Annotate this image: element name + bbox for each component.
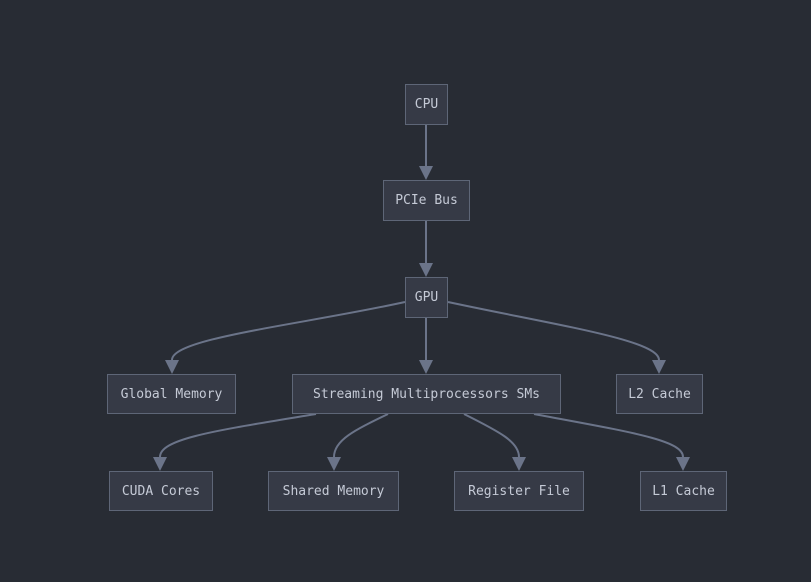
arrow-gpu-global-memory	[165, 360, 179, 374]
node-global-memory: Global Memory	[107, 374, 236, 414]
arrow-gpu-l2-cache	[652, 360, 666, 374]
edge-sms-cuda-cores	[159, 413, 317, 458]
node-gpu: GPU	[405, 277, 448, 318]
arrow-sms-cuda-cores	[153, 457, 167, 471]
arrow-sms-l1-cache	[676, 457, 690, 471]
arrow-sms-shared-memory	[327, 457, 341, 471]
edge-gpu-l2-cache	[447, 301, 660, 361]
edge-sms-l1-cache	[533, 413, 684, 458]
edge-sms-register-file	[463, 413, 520, 458]
node-register-file: Register File	[454, 471, 584, 511]
node-l2-cache: L2 Cache	[616, 374, 703, 414]
arrow-sms-register-file	[512, 457, 526, 471]
arrow-cpu-pcie	[419, 166, 433, 180]
node-l1-cache: L1 Cache	[640, 471, 727, 511]
edge-sms-shared-memory	[333, 413, 389, 458]
arrow-gpu-sms	[419, 360, 433, 374]
arrow-pcie-gpu	[419, 263, 433, 277]
node-cpu: CPU	[405, 84, 448, 125]
node-pcie-bus: PCIe Bus	[383, 180, 470, 221]
node-cuda-cores: CUDA Cores	[109, 471, 213, 511]
node-shared-memory: Shared Memory	[268, 471, 399, 511]
edge-gpu-global-memory	[171, 301, 406, 361]
node-streaming-multiprocessors: Streaming Multiprocessors SMs	[292, 374, 561, 414]
